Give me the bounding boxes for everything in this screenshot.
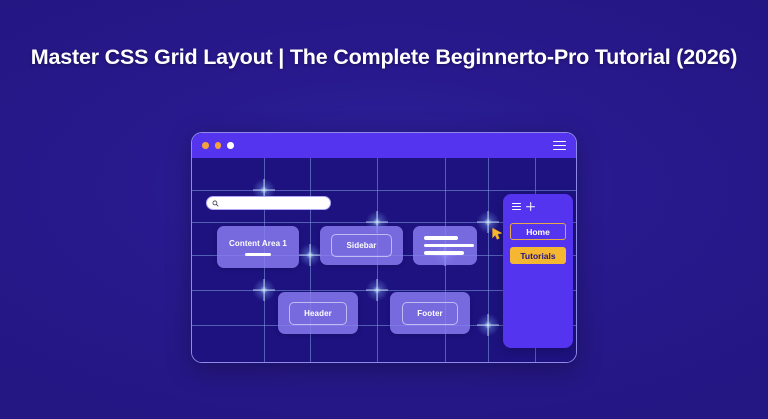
hamburger-icon[interactable] [553, 140, 566, 151]
search-input[interactable] [206, 196, 331, 210]
block-content-area-1[interactable]: Content Area 1 [217, 226, 299, 268]
block-label: Sidebar [346, 241, 377, 250]
window-dot-maximize-icon[interactable] [227, 142, 234, 149]
grid-canvas: Content Area 1 Sidebar Header Footer [192, 158, 576, 362]
placeholder-line [424, 251, 464, 255]
plus-icon[interactable] [526, 202, 535, 211]
hamburger-icon[interactable] [512, 203, 521, 210]
window-dot-minimize-icon[interactable] [214, 142, 221, 149]
cursor-arrow-icon [492, 227, 503, 240]
block-lines-widget[interactable] [413, 226, 477, 265]
window-control-dots [202, 142, 234, 149]
nav-panel: Home Tutorials [503, 194, 573, 348]
inner-outline-frame: Header [289, 301, 347, 325]
nav-item-home[interactable]: Home [510, 223, 566, 240]
placeholder-line [424, 243, 474, 248]
browser-titlebar [192, 133, 576, 158]
block-sidebar[interactable]: Sidebar [320, 226, 403, 265]
placeholder-line [424, 236, 458, 240]
nav-item-label: Tutorials [520, 250, 556, 261]
block-label: Content Area 1 [228, 238, 287, 248]
nav-item-label: Home [526, 226, 550, 237]
underline-bar [245, 252, 271, 256]
block-header[interactable]: Header [278, 292, 358, 334]
inner-outline-frame: Sidebar [331, 234, 392, 257]
block-footer[interactable]: Footer [390, 292, 470, 334]
browser-window-mockup: Content Area 1 Sidebar Header Footer [191, 132, 577, 363]
page-title: Master CSS Grid Layout | The Complete Be… [30, 45, 738, 69]
inner-outline-frame: Footer [402, 301, 458, 325]
nav-panel-icons [503, 194, 573, 211]
block-label: Header [304, 308, 332, 318]
window-dot-close-icon[interactable] [202, 142, 209, 149]
nav-item-tutorials[interactable]: Tutorials [510, 247, 566, 264]
block-label: Footer [417, 308, 443, 318]
search-icon [212, 200, 219, 206]
